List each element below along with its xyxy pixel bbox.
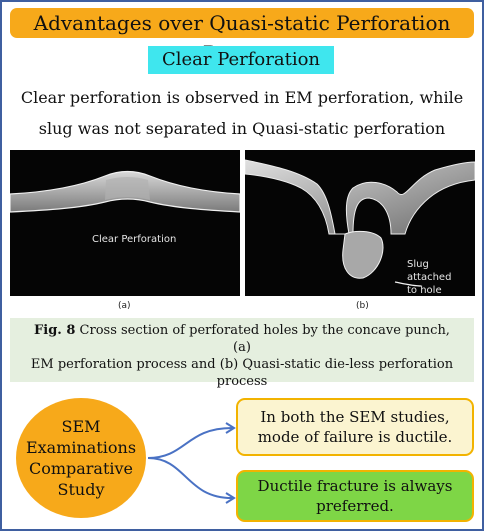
slide-title: Advantages over Quasi-static Perforation…: [10, 8, 474, 65]
slug-attached-label: Slug attached to hole: [407, 258, 469, 296]
figure-caption: Fig. 8 Cross section of perforated holes…: [10, 318, 474, 389]
micrograph-quasi-static-perforation: Slug attached to hole: [245, 150, 475, 296]
oval-line-3: Comparative: [28, 459, 134, 478]
arrowhead-upper-icon: [225, 422, 236, 434]
caption-line-3: process: [216, 374, 268, 389]
connector-upper-branch: [147, 427, 233, 459]
finding-1-line-1: In both the SEM studies,: [260, 408, 450, 426]
image-b-sublabel: (b): [356, 301, 369, 311]
slug-label-line-1: Slug attached: [407, 259, 452, 283]
finding-2-line-2: preferred.: [316, 497, 394, 515]
finding-ductile-failure: In both the SEM studies, mode of failure…: [236, 398, 474, 456]
description-line-2: slug was not separated in Quasi-static p…: [38, 119, 446, 138]
caption-line-2: EM perforation process and (b) Quasi-sta…: [30, 357, 454, 372]
figure-number: Fig. 8: [34, 323, 76, 338]
arrowhead-lower-icon: [225, 492, 236, 504]
finding-ductile-preferred: Ductile fracture is always preferred.: [236, 470, 474, 522]
description-line-1: Clear perforation is observed in EM perf…: [20, 88, 464, 107]
clear-perforation-label: Clear Perforation: [92, 234, 177, 245]
image-a-sublabel: (a): [118, 301, 131, 311]
branch-connector: [147, 422, 236, 504]
sem-study-oval: SEM Examinations Comparative Study: [16, 398, 146, 518]
connector-lower-branch: [147, 457, 233, 499]
oval-line-4: Study: [57, 480, 105, 499]
micrograph-em-perforation: Clear Perforation: [10, 150, 240, 296]
micrograph-b-drawing: [245, 159, 475, 287]
finding-1-line-2: mode of failure is ductile.: [257, 428, 453, 446]
finding-2-line-1: Ductile fracture is always: [257, 477, 453, 495]
oval-line-2: Examinations: [25, 438, 137, 457]
oval-line-1: SEM: [61, 417, 101, 436]
slug-label-line-2: to hole: [407, 285, 442, 296]
micrograph-a-drawing: [10, 170, 240, 213]
caption-line-1: Cross section of perforated holes by the…: [75, 323, 450, 355]
section-subtitle: Clear Perforation: [148, 46, 334, 74]
